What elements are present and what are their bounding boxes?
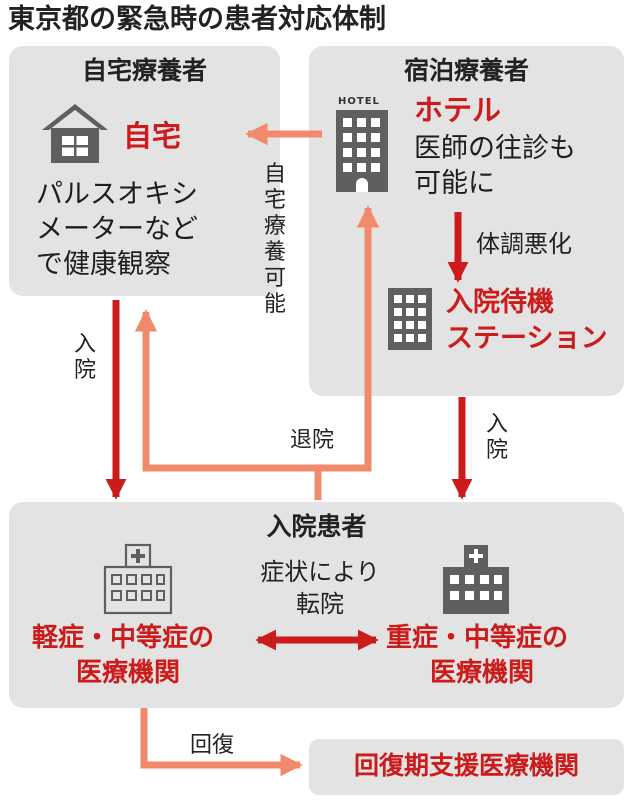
- diagram-title: 東京都の緊急時の患者対応体制: [8, 4, 386, 35]
- inpatient-box: [9, 502, 624, 708]
- home-place-label: 自宅: [123, 119, 182, 153]
- mild-facility-line-2: 医療機関: [76, 658, 181, 688]
- label-admit-left: 入院: [73, 332, 96, 383]
- mild-facility-line-1: 軽症・中等症の: [32, 623, 215, 653]
- hotel-building-icon: [336, 110, 388, 192]
- hotel-place-label: ホテル: [414, 93, 502, 127]
- arrow-discharge-to-hotel: [318, 205, 380, 472]
- station-building-icon: [388, 288, 432, 350]
- severe-facility-line-1: 重症・中等症の: [386, 623, 569, 653]
- station-line-1: 入院待機: [446, 287, 554, 318]
- recovery-facility-label: 回復期支援医療機関: [353, 751, 579, 780]
- home-desc-line-1: パルスオキシ: [36, 179, 198, 210]
- label-home-possible: 自宅療養可能: [263, 162, 286, 317]
- severe-facility-line-2: 医療機関: [430, 658, 535, 688]
- label-admit-right: 入院: [485, 412, 508, 463]
- arrow-discharge-to-home: [134, 309, 318, 472]
- hotel-desc-line-1: 医師の往診も: [414, 133, 576, 164]
- label-discharge: 退院: [290, 428, 335, 453]
- transfer-line-2: 転院: [296, 590, 344, 618]
- hotel-care-title: 宿泊療養者: [403, 56, 529, 85]
- hospital-outline-icon: [103, 543, 173, 615]
- home-care-box: [9, 46, 280, 296]
- hospital-solid-icon: [443, 545, 509, 614]
- arrow-recovery: [140, 708, 303, 777]
- home-desc-line-2: メーターなど: [36, 214, 198, 245]
- worsen-label: 体調悪化: [476, 230, 572, 258]
- hotel-desc-line-2: 可能に: [414, 168, 495, 199]
- station-line-2: ステーション: [446, 323, 608, 354]
- home-care-title: 自宅療養者: [81, 56, 207, 85]
- inpatient-title: 入院患者: [266, 512, 367, 541]
- transfer-line-1: 症状により: [260, 558, 380, 586]
- recovery-facility-box: [309, 739, 624, 795]
- label-recovery: 回復: [190, 733, 235, 758]
- house-icon: [42, 104, 108, 163]
- home-desc-line-3: で健康観察: [36, 249, 171, 280]
- hotel-sign: HOTEL: [338, 96, 380, 107]
